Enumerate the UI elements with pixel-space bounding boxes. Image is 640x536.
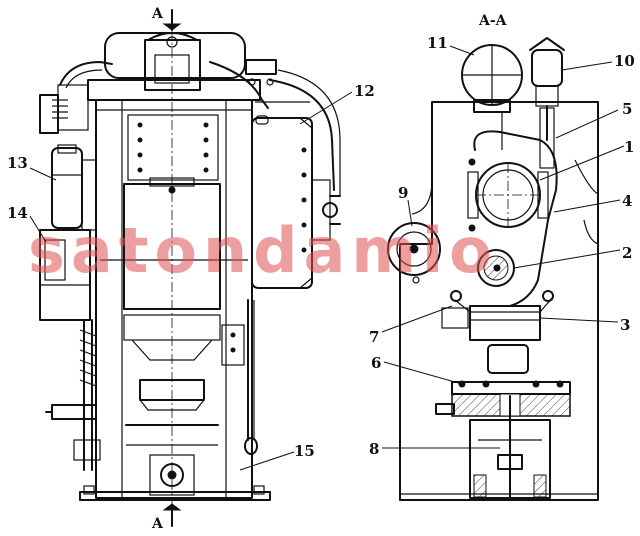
callout-1: 1 <box>624 138 634 156</box>
left-drive-unit <box>39 229 91 321</box>
frame-body <box>95 99 253 499</box>
section-mark-top: A <box>151 6 182 31</box>
bolster-plate <box>451 381 571 395</box>
section-view: A-A <box>387 13 599 501</box>
callout-12: 12 <box>354 82 375 100</box>
lower-slide <box>469 305 541 341</box>
callout-7: 7 <box>369 328 379 346</box>
callout-3: 3 <box>620 316 630 334</box>
section-label-top: A <box>151 6 164 22</box>
callout-5: 5 <box>622 100 632 118</box>
callout-2: 2 <box>622 244 632 262</box>
valve-top <box>245 59 277 86</box>
flywheel-cover <box>144 39 201 91</box>
callout-11: 11 <box>427 34 448 52</box>
section-view-label: A-A <box>478 13 508 29</box>
callout-13: 13 <box>7 154 28 172</box>
callout-10: 10 <box>614 52 635 70</box>
pipe-block <box>39 94 59 134</box>
watermark: satondamio <box>28 214 498 287</box>
spring-stack <box>52 99 68 119</box>
slide-ram <box>123 183 221 310</box>
gear-plate <box>127 114 219 181</box>
base-plate <box>79 491 271 501</box>
callout-9: 9 <box>398 184 408 202</box>
callout-15: 15 <box>294 442 315 460</box>
drive-gear <box>387 222 441 276</box>
callout-8: 8 <box>369 440 379 458</box>
section-mark-bottom: A <box>151 503 182 532</box>
front-view: A A <box>39 6 341 532</box>
hand-lever <box>51 404 97 420</box>
connecting-rod <box>473 130 558 307</box>
section-label-bottom: A <box>151 516 164 532</box>
ram-plunger <box>487 344 529 374</box>
callout-4: 4 <box>622 192 632 210</box>
callouts: 1 2 3 4 5 6 7 8 9 10 11 12 13 <box>7 34 635 471</box>
air-valve <box>529 37 565 141</box>
callout-6: 6 <box>371 354 381 372</box>
callout-14: 14 <box>7 204 28 222</box>
